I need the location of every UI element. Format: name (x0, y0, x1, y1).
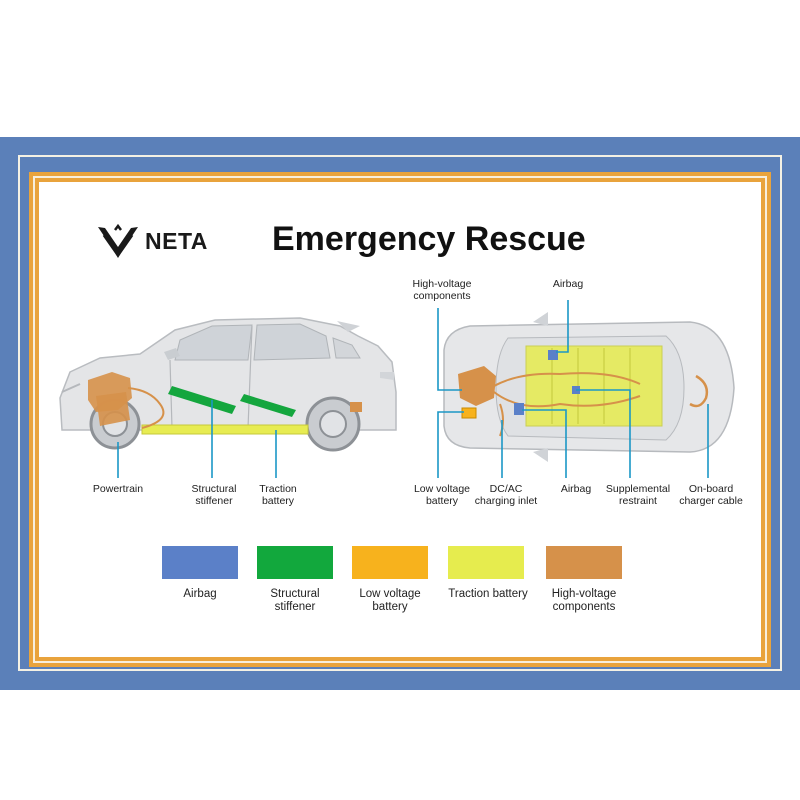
legend-label-high-voltage-components: High-voltage components (551, 588, 617, 613)
label-low-voltage-battery: Low voltage battery (413, 483, 471, 507)
label-traction-battery: Traction battery (259, 483, 297, 507)
label-structural-stiffener: Structural stiffener (191, 483, 237, 507)
legend-swatch-high-voltage-components (546, 546, 622, 579)
legend-label-airbag: Airbag (183, 588, 217, 600)
neta-logo-icon (98, 223, 138, 258)
legend-swatch-airbag (162, 546, 238, 579)
label-on-board-charger-cable: On-board charger cable (679, 483, 743, 507)
label-airbag-top: Airbag (552, 278, 584, 290)
legend-swatch-structural-stiffener (257, 546, 333, 579)
label-high-voltage-components: High-voltage components (412, 278, 472, 302)
top-view-car (437, 300, 735, 478)
legend-label-structural-stiffener: Structural stiffener (270, 588, 320, 613)
legend-swatch-low-voltage-battery (352, 546, 428, 579)
label-dc-ac-charging-inlet: DC/AC charging inlet (474, 483, 538, 507)
frame-inner-line-2 (33, 176, 767, 663)
brand-name: NETA (145, 228, 208, 254)
label-airbag-bottom: Airbag (560, 483, 592, 495)
legend-label-traction-battery: Traction battery (448, 588, 528, 600)
page-title: Emergency Rescue (272, 220, 586, 258)
frame-inner-line (18, 155, 782, 671)
legend-swatch-traction-battery (448, 546, 524, 579)
side-view-car (59, 317, 397, 478)
label-powertrain: Powertrain (92, 483, 144, 495)
legend-label-low-voltage-battery: Low voltage battery (359, 588, 421, 613)
label-supplemental-restraint: Supplemental restraint (605, 483, 671, 507)
